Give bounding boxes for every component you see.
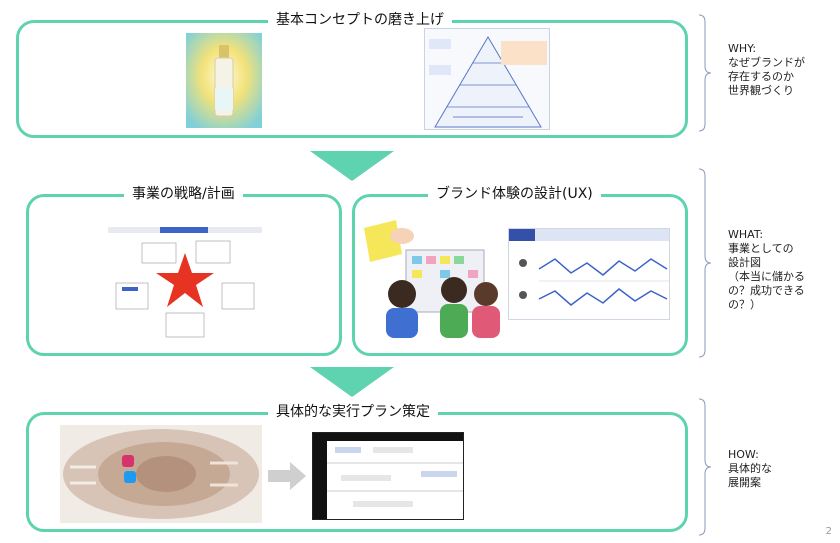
what-brace	[698, 168, 712, 358]
customer-journey-map	[508, 228, 670, 320]
concept-title: 基本コンセプトの磨き上げ	[268, 11, 452, 29]
brand-pyramid-diagram	[424, 28, 550, 130]
why-brace	[698, 14, 712, 132]
down-arrow-1	[310, 151, 394, 181]
why-label: WHY: なぜブランドが 存在するのか 世界観づくり	[728, 42, 805, 97]
down-arrow-2	[310, 367, 394, 397]
gray-right-arrow	[268, 462, 306, 490]
team-brainstorm-illustration	[362, 210, 502, 340]
plan-title: 具体的な実行プラン策定	[268, 403, 438, 421]
ux-title: ブランド体験の設計(UX)	[428, 185, 601, 203]
business-strategy-star-diagram	[104, 223, 266, 345]
how-label: HOW: 具体的な 展開案	[728, 448, 772, 489]
execution-schedule-table	[312, 432, 464, 520]
page-number: 2	[825, 526, 832, 537]
concept-panel	[16, 20, 688, 138]
channel-ellipse-diagram	[60, 425, 262, 523]
product-bottle-image	[186, 33, 262, 128]
how-brace	[698, 398, 712, 536]
strategy-title: 事業の戦略/計画	[124, 185, 243, 203]
what-label: WHAT: 事業としての 設計図 （本当に儲かる の？成功できる の？）	[728, 228, 805, 311]
